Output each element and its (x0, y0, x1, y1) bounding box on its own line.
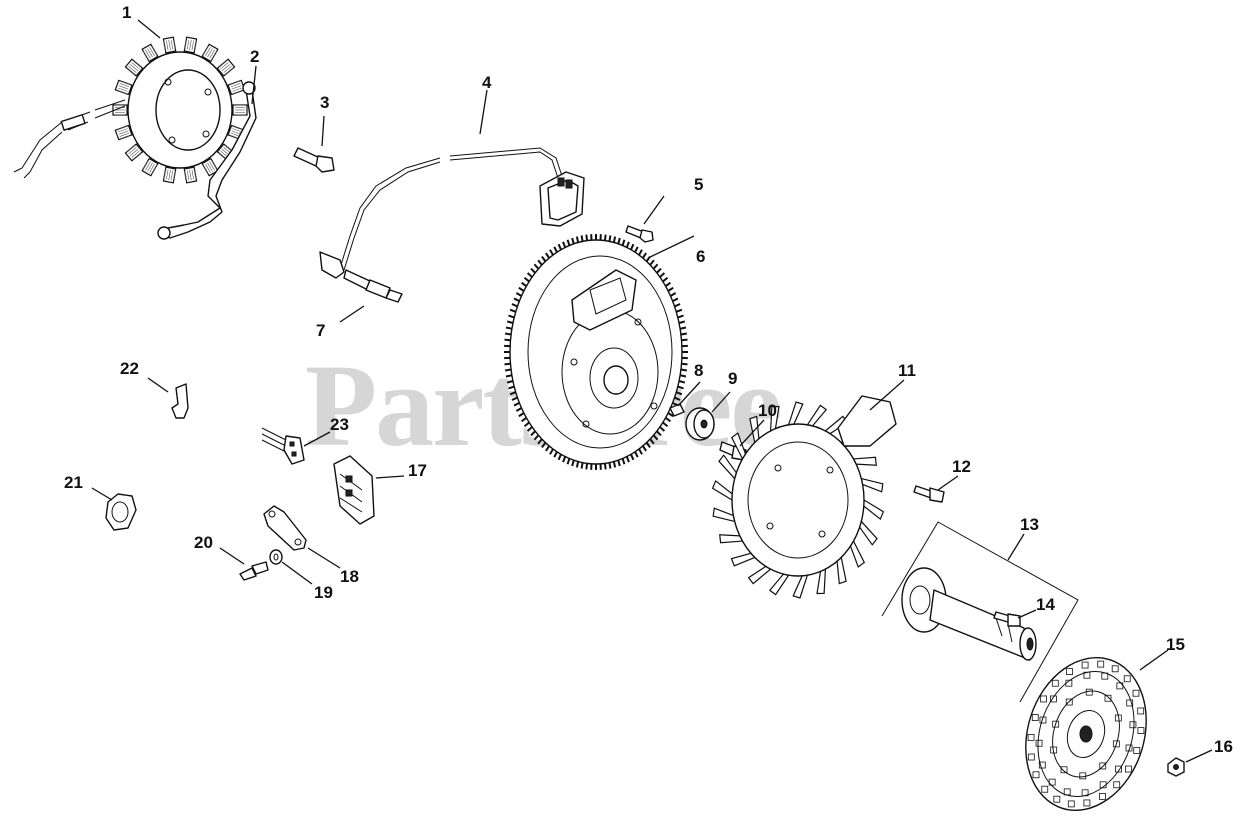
callout-leader-16 (1185, 749, 1213, 763)
callout-leader-11 (869, 379, 905, 411)
ignition-module-part[interactable] (319, 147, 585, 279)
screw-20-part[interactable] (239, 561, 269, 581)
callout-leader-15 (1139, 649, 1169, 671)
bracket-18-part[interactable] (263, 505, 307, 551)
callout-leader-20 (219, 547, 245, 565)
callout-13[interactable]: 13 (1020, 515, 1039, 534)
callout-22[interactable]: 22 (120, 359, 139, 378)
callout-9[interactable]: 9 (728, 369, 737, 388)
callout-8[interactable]: 8 (694, 361, 703, 380)
clamp-part[interactable] (105, 493, 137, 531)
callout-leader-7 (339, 305, 365, 323)
callout-leader-22 (147, 377, 169, 393)
callout-leader-23 (303, 431, 331, 447)
drive-shaft-part[interactable] (881, 521, 1079, 703)
flywheel-part[interactable] (504, 234, 688, 470)
callout-leader-17 (375, 475, 405, 479)
washer-9-part[interactable] (685, 407, 715, 441)
callout-2[interactable]: 2 (250, 47, 259, 66)
callout-1[interactable]: 1 (122, 3, 131, 22)
callout-leader-6 (647, 235, 695, 259)
callout-23[interactable]: 23 (330, 415, 349, 434)
callout-leader-5 (643, 195, 665, 225)
callout-20[interactable]: 20 (194, 533, 213, 552)
bolt-3-part[interactable] (293, 147, 335, 173)
nut-part[interactable] (1167, 757, 1185, 777)
callout-16[interactable]: 16 (1214, 737, 1233, 756)
callout-7[interactable]: 7 (316, 321, 325, 340)
callout-leader-21 (91, 487, 113, 501)
callout-6[interactable]: 6 (696, 247, 705, 266)
callout-21[interactable]: 21 (64, 473, 83, 492)
ground-bracket-part[interactable] (157, 81, 257, 240)
callout-4[interactable]: 4 (482, 73, 492, 92)
callout-leader-1 (137, 19, 161, 39)
washer-19-part[interactable] (269, 549, 283, 565)
bracket-22-part[interactable] (171, 383, 189, 419)
callout-leader-2 (251, 65, 257, 105)
callout-12[interactable]: 12 (952, 457, 971, 476)
callout-leader-10 (739, 419, 765, 447)
spark-plug-part[interactable] (343, 269, 403, 303)
callout-leader-4 (479, 89, 488, 135)
stator-part[interactable] (13, 36, 248, 184)
callout-leader-9 (711, 391, 731, 413)
callout-5[interactable]: 5 (694, 175, 703, 194)
callout-leader-18 (307, 547, 341, 569)
callout-10[interactable]: 10 (758, 401, 777, 420)
callout-15[interactable]: 15 (1166, 635, 1185, 654)
callout-leader-19 (281, 561, 313, 585)
callout-leader-3 (321, 115, 325, 147)
rotating-screen-part[interactable] (1007, 642, 1166, 814)
callout-leader-12 (937, 475, 959, 491)
callout-18[interactable]: 18 (340, 567, 359, 586)
callout-11[interactable]: 11 (898, 361, 916, 380)
screw-5-part[interactable] (625, 225, 654, 243)
cooling-fan-part[interactable] (711, 395, 897, 599)
callout-14[interactable]: 14 (1036, 595, 1055, 614)
screw-12-part[interactable] (913, 485, 945, 503)
callout-leader-8 (677, 381, 701, 407)
callout-3[interactable]: 3 (320, 93, 329, 112)
callout-leader-13 (1007, 533, 1025, 561)
key-part[interactable] (669, 403, 685, 417)
connector-part[interactable] (261, 427, 305, 465)
rectifier-part[interactable] (333, 455, 375, 525)
callout-leader-14 (1017, 609, 1037, 619)
screw-14-part[interactable] (993, 611, 1021, 627)
callout-17[interactable]: 17 (408, 461, 427, 480)
callout-layer: 1 2 3 4 5 6 7 8 9 10 11 12 13 14 15 16 1 (64, 3, 1233, 763)
callout-19[interactable]: 19 (314, 583, 333, 602)
